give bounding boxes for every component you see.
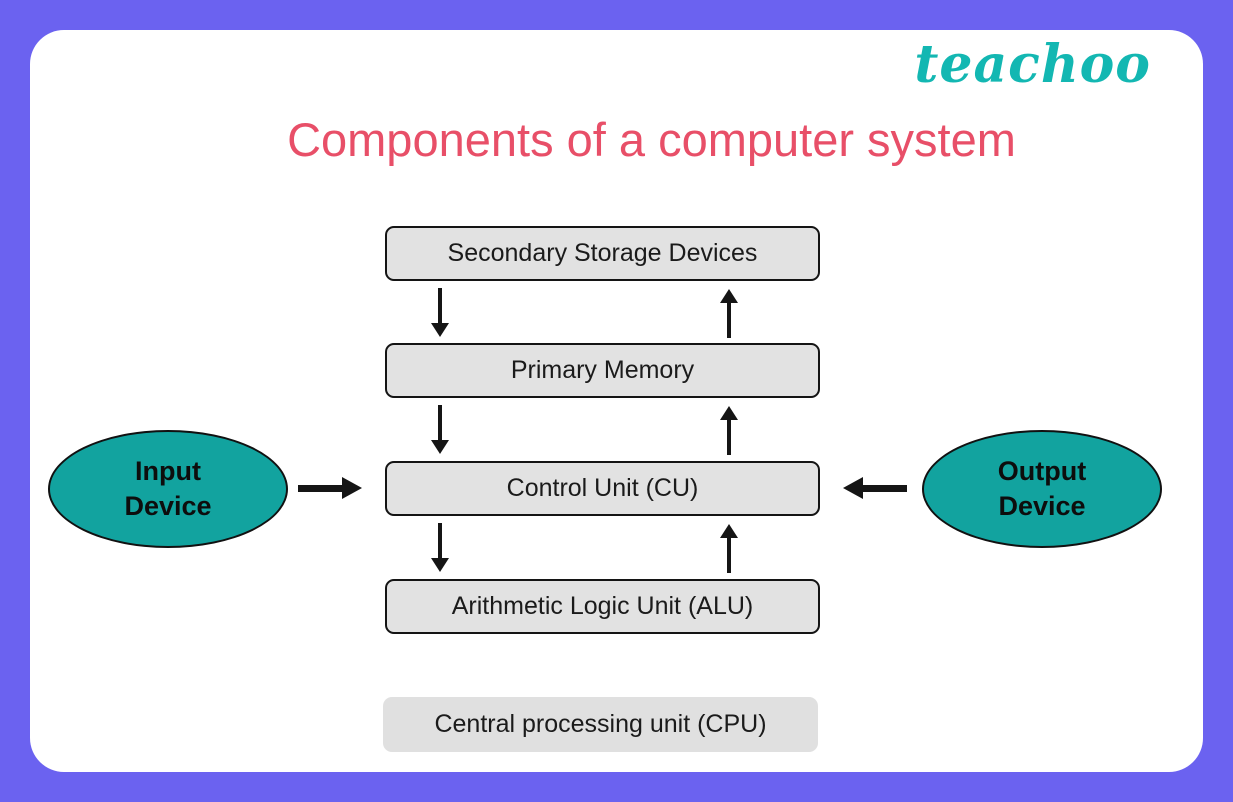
box-secondary-storage-label: Secondary Storage Devices <box>447 239 758 267</box>
page-title: Components of a computer system <box>287 113 1016 166</box>
box-primary-memory: Primary Memory <box>385 343 820 398</box>
arrow-up-icon <box>720 524 738 573</box>
box-alu-label: Arithmetic Logic Unit (ALU) <box>451 592 754 620</box>
box-cpu-label: Central processing unit (CPU) <box>434 710 767 738</box>
arrow-right-icon <box>298 477 362 499</box>
arrow-up-icon <box>720 289 738 338</box>
arrow-left-icon <box>843 477 907 499</box>
box-control-unit: Control Unit (CU) <box>385 461 820 516</box>
box-secondary-storage: Secondary Storage Devices <box>385 226 820 281</box>
arrow-down-icon <box>431 405 449 454</box>
input-device-label-line1: Input <box>135 455 201 486</box>
box-control-unit-label: Control Unit (CU) <box>506 474 699 502</box>
input-device-label-line2: Device <box>124 491 212 521</box>
input-device-ellipse: Input Device <box>48 430 288 548</box>
diagram-canvas <box>30 30 1203 772</box>
arrow-down-icon <box>431 523 449 572</box>
output-device-label-line2: Device <box>998 491 1086 521</box>
box-alu: Arithmetic Logic Unit (ALU) <box>385 579 820 634</box>
output-device-label-line1: Output <box>997 455 1087 486</box>
arrow-down-icon <box>431 288 449 337</box>
box-cpu: Central processing unit (CPU) <box>383 697 818 752</box>
box-primary-memory-label: Primary Memory <box>510 356 695 384</box>
output-device-ellipse: Output Device <box>922 430 1162 548</box>
arrow-up-icon <box>720 406 738 455</box>
brand-logo: teachoo <box>914 34 1151 95</box>
